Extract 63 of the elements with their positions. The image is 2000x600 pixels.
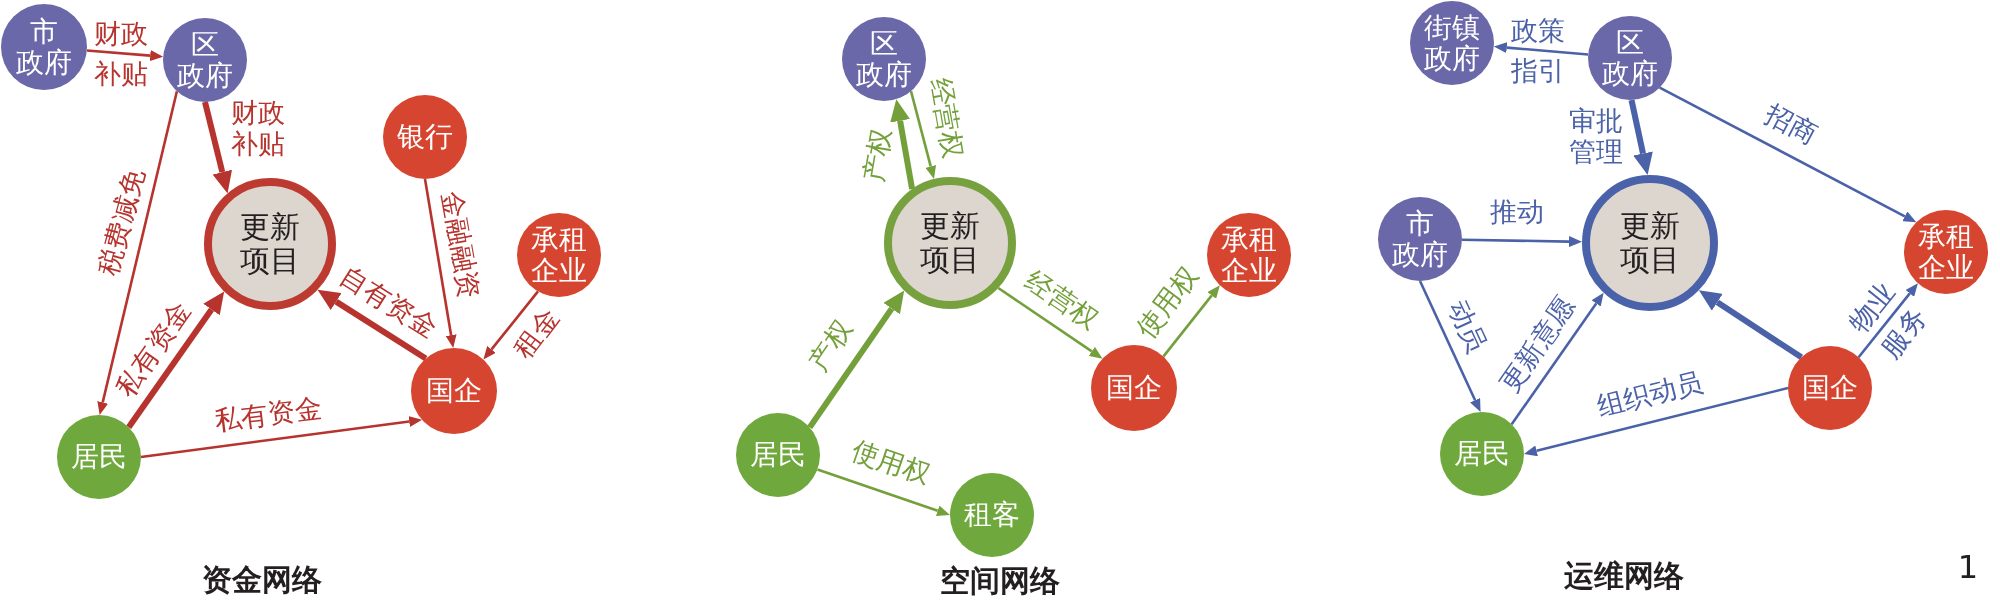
- circle-node: 区政府: [842, 17, 926, 101]
- edge-label: 私有资金: [212, 392, 324, 436]
- edge-label: 财政补贴: [93, 16, 149, 91]
- arrow: [86, 49, 164, 62]
- arrow: [317, 289, 428, 362]
- arrow: [1659, 86, 1917, 223]
- arrow: [817, 468, 950, 516]
- circle-node: 承租企业: [517, 213, 601, 297]
- arrow: [1162, 285, 1220, 358]
- hub-circle: 更新项目: [1582, 175, 1718, 311]
- panel-title: 资金网络: [202, 560, 322, 599]
- hub-circle: 更新项目: [204, 178, 336, 310]
- circle-node: 承租企业: [1207, 213, 1291, 297]
- circle-node: 承租企业: [1904, 210, 1988, 294]
- circle-node: 居民: [1440, 412, 1524, 496]
- arrow: [909, 90, 936, 179]
- circle-node: 居民: [736, 413, 820, 497]
- arrow: [126, 291, 225, 430]
- edge-label: 组织动员: [1593, 365, 1707, 423]
- circle-node: 租客: [950, 473, 1034, 557]
- circle-node: 国企: [1788, 346, 1872, 430]
- edge-label: 更新意愿: [1493, 290, 1581, 398]
- page-number: 1: [1957, 548, 1979, 586]
- arrow: [202, 101, 232, 194]
- arrow: [807, 290, 905, 430]
- arrow: [1418, 280, 1481, 412]
- arrow: [1524, 386, 1789, 457]
- arrow: [997, 286, 1103, 359]
- arrow: [1857, 283, 1918, 359]
- edge-label: 产权: [802, 313, 858, 377]
- arrow: [1510, 292, 1604, 426]
- edge-label: 税费减免: [92, 165, 150, 279]
- circle-node: 国企: [411, 348, 497, 434]
- arrow: [1461, 236, 1582, 248]
- arrow: [890, 99, 916, 190]
- circle-node: 区政府: [163, 18, 247, 102]
- edge-label: 动员: [1442, 294, 1494, 358]
- panel-title: 运维网络: [1564, 556, 1684, 595]
- arrow: [483, 290, 539, 360]
- circle-node: 国企: [1091, 345, 1177, 431]
- circle-node: 市政府: [1, 4, 87, 90]
- arrow: [1628, 99, 1653, 175]
- circle-node: 银行: [383, 95, 467, 179]
- edge-label: 私有资金: [109, 295, 197, 403]
- panel-title: 空间网络: [940, 561, 1060, 600]
- arrow: [1493, 42, 1589, 56]
- circle-node: 居民: [57, 415, 141, 499]
- circle-node: 市政府: [1378, 197, 1462, 281]
- circle-node: 区政府: [1588, 16, 1672, 100]
- arrow: [140, 416, 423, 459]
- edge-label: 使用权: [847, 434, 935, 490]
- edge-label: 经营权: [924, 75, 970, 161]
- edge-label: 经营权: [1019, 264, 1105, 336]
- edge-label: 租金: [507, 302, 565, 364]
- arrow: [97, 90, 179, 416]
- arrow: [1698, 290, 1804, 360]
- circle-node: 街镇政府: [1410, 1, 1494, 85]
- arrow: [423, 178, 457, 348]
- edge-label: 审批管理: [1568, 104, 1624, 168]
- edge-label: 推动: [1490, 196, 1544, 228]
- edge-label: 使用权: [1130, 260, 1204, 344]
- edge-label: 政策指引: [1510, 13, 1566, 88]
- edge-label: 招商: [1759, 97, 1823, 151]
